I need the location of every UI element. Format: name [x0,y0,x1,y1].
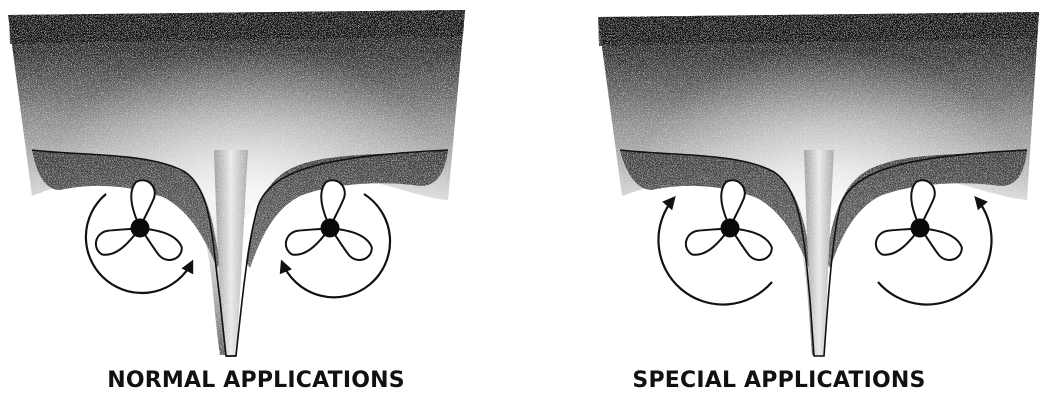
panel-special-applications: SPECIAL APPLICATIONS [522,0,1044,403]
caption-normal-applications: NORMAL APPLICATIONS [0,368,517,393]
hull-diagram-normal [0,0,522,403]
caption-special-applications: SPECIAL APPLICATIONS [518,368,1040,393]
hull-diagram-special [522,0,1044,403]
panel-normal-applications: NORMAL APPLICATIONS [0,0,522,403]
